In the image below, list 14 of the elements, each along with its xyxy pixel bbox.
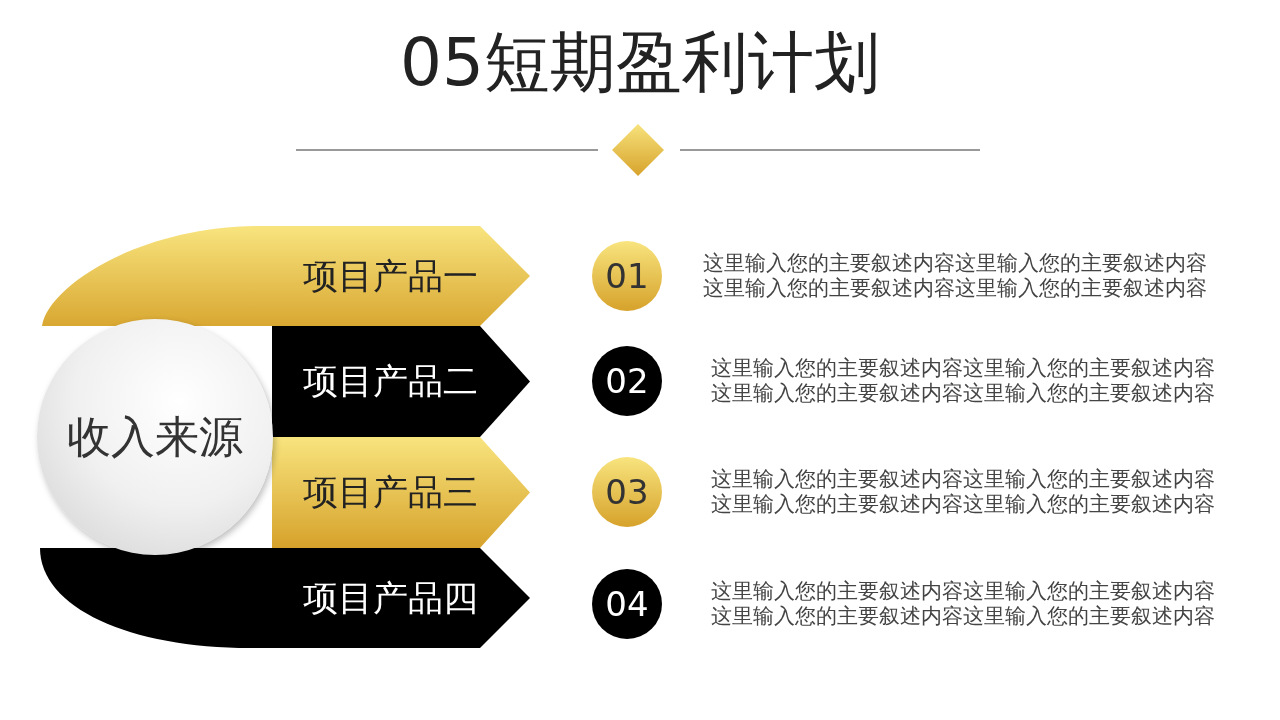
center-circle: 收入来源 <box>37 319 273 555</box>
number-badge: 04 <box>592 569 662 639</box>
arrow-banner: 项目产品一 <box>40 226 530 326</box>
arrow-banner: 项目产品三 <box>272 437 530 548</box>
description-text: 这里输入您的主要叙述内容这里输入您的主要叙述内容这里输入您的主要叙述内容这里输入您的主要叙述内容 <box>711 356 1216 406</box>
slide-title: 05短期盈利计划 <box>399 23 881 103</box>
number-badge: 01 <box>592 241 662 311</box>
arrow-banner: 项目产品二 <box>272 326 530 437</box>
number-badge: 03 <box>592 457 662 527</box>
description-text: 这里输入您的主要叙述内容这里输入您的主要叙述内容这里输入您的主要叙述内容这里输入您的主要叙述内容 <box>711 467 1216 517</box>
arrow-banner: 项目产品四 <box>40 548 530 648</box>
description-text: 这里输入您的主要叙述内容这里输入您的主要叙述内容这里输入您的主要叙述内容这里输入您的主要叙述内容 <box>703 251 1208 301</box>
number-badge: 02 <box>592 346 662 416</box>
description-text: 这里输入您的主要叙述内容这里输入您的主要叙述内容这里输入您的主要叙述内容这里输入您的主要叙述内容 <box>711 579 1216 629</box>
